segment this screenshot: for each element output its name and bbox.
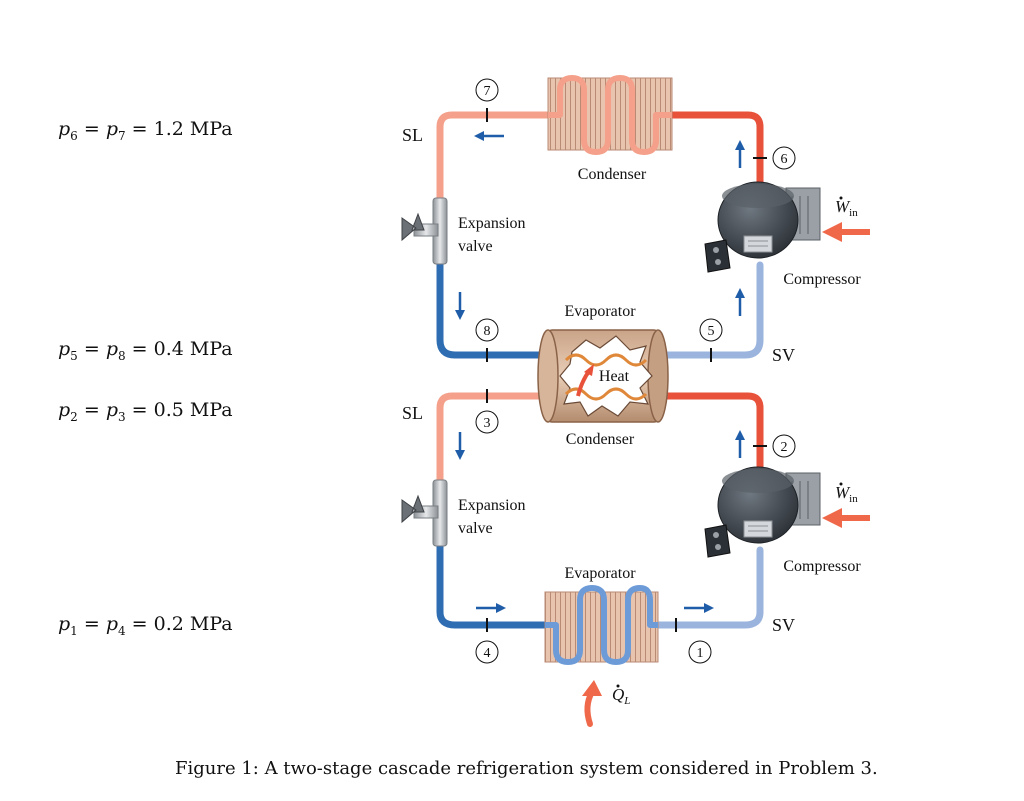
upper-work-dot — [839, 196, 843, 200]
flow-arrow-up — [735, 288, 745, 316]
upper-cycle-pipes — [436, 111, 764, 359]
ql-dot — [616, 684, 620, 688]
state-markers: 7 6 8 5 3 — [475, 78, 796, 664]
flow-arrow-down — [455, 432, 465, 460]
flow-arrow-up — [735, 430, 745, 458]
lower-sl-label: SL — [402, 403, 423, 423]
upper-expansion-label-1: Expansion — [458, 215, 526, 232]
flow-arrow-right — [684, 603, 714, 613]
lower-compressor-label: Compressor — [783, 558, 861, 575]
state-8: 8 — [475, 318, 499, 362]
lower-work-dot — [839, 482, 843, 486]
flow-arrow-left — [474, 131, 504, 141]
state-3: 3 — [475, 389, 499, 434]
state-5: 5 — [699, 318, 723, 362]
upper-expansion-valve: Expansion valve — [401, 197, 526, 265]
upper-compressor: Compressor Win — [704, 181, 870, 288]
upper-work-label: Win — [835, 197, 858, 219]
flow-arrow-up — [735, 140, 745, 168]
svg-text:4: 4 — [484, 646, 491, 661]
state-2: 2 — [753, 434, 796, 458]
ql-label: QL — [612, 685, 630, 707]
lower-work-label: Win — [835, 483, 858, 505]
lower-expansion-label-2: valve — [458, 520, 493, 537]
upper-evaporator-label: Evaporator — [564, 303, 636, 320]
heat-input-ql: QL — [582, 680, 630, 727]
pressure-p2-p3: p2 = p3 = 0.5 MPa — [58, 399, 233, 424]
upper-condenser: Condenser — [547, 75, 673, 183]
lower-compressor: Compressor Win — [704, 466, 870, 575]
lower-cycle-pipes — [436, 392, 764, 629]
lower-sv-label: SV — [772, 615, 795, 635]
svg-text:5: 5 — [708, 324, 715, 339]
state-4: 4 — [475, 618, 499, 664]
state-6: 6 — [753, 146, 796, 170]
upper-sv-label: SV — [772, 345, 795, 365]
phase-labels: SL SV SL SV — [402, 125, 795, 635]
svg-text:1: 1 — [697, 646, 704, 661]
upper-condenser-label: Condenser — [578, 166, 647, 183]
pressure-p5-p8: p5 = p8 = 0.4 MPa — [58, 338, 233, 363]
state-1: 1 — [675, 618, 712, 664]
flow-arrow-down — [455, 292, 465, 320]
svg-text:6: 6 — [781, 152, 788, 167]
lower-condenser-label: Condenser — [566, 431, 635, 448]
upper-expansion-label-2: valve — [458, 238, 493, 255]
lower-evaporator: Evaporator — [544, 565, 659, 665]
upper-sl-label: SL — [402, 125, 423, 145]
lower-evaporator-label: Evaporator — [564, 565, 636, 582]
lower-expansion-valve: Expansion valve — [401, 479, 526, 547]
state-7: 7 — [475, 78, 499, 122]
svg-text:2: 2 — [781, 440, 788, 455]
flow-arrows — [455, 131, 745, 613]
figure-caption: Figure 1: A two-stage cascade refrigerat… — [175, 758, 878, 779]
heat-label: Heat — [599, 368, 630, 385]
lower-expansion-label-1: Expansion — [458, 497, 526, 514]
upper-compressor-label: Compressor — [783, 271, 861, 288]
svg-text:7: 7 — [484, 84, 491, 99]
pressure-p1-p4: p1 = p4 = 0.2 MPa — [58, 613, 233, 638]
flow-arrow-right — [476, 603, 506, 613]
svg-text:3: 3 — [484, 416, 491, 431]
cascade-heat-exchanger: Heat Evaporator Condenser — [537, 303, 669, 448]
svg-text:8: 8 — [484, 324, 491, 339]
pressure-p6-p7: p6 = p7 = 1.2 MPa — [58, 118, 233, 143]
